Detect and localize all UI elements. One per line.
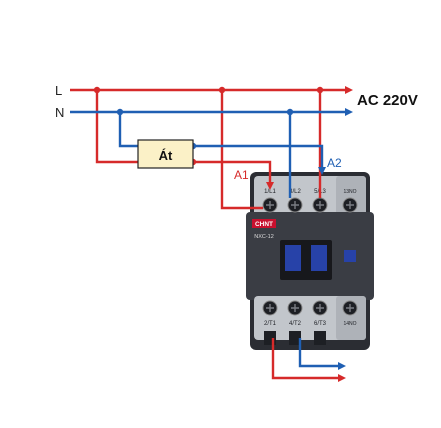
arrow-output-live bbox=[338, 374, 346, 382]
load-output-live bbox=[271, 338, 338, 380]
brand-badge bbox=[252, 219, 276, 228]
junction-dot bbox=[218, 86, 226, 94]
neutral-to-breaker bbox=[118, 112, 138, 148]
cable-entry bbox=[314, 331, 326, 345]
junction-dot bbox=[316, 86, 324, 94]
line-label-l: L bbox=[55, 83, 62, 98]
brand-logo: CHNT bbox=[255, 221, 273, 228]
coil-indicator bbox=[344, 250, 356, 262]
breaker-to-a1 bbox=[193, 160, 272, 185]
armature-slot bbox=[301, 245, 311, 271]
top-terminal-label: 3/L2 bbox=[289, 189, 301, 195]
arrow-l-end bbox=[345, 86, 353, 94]
bottom-terminal-label: 2/T1 bbox=[264, 321, 277, 327]
arrow-a2 bbox=[318, 167, 326, 175]
screw-slot bbox=[266, 304, 354, 312]
junction-dot bbox=[116, 108, 124, 116]
breaker-box bbox=[137, 139, 194, 169]
junction-dot bbox=[93, 86, 101, 94]
junction-dot bbox=[286, 108, 294, 116]
breaker-label: Át bbox=[159, 148, 173, 163]
load-output-neutral bbox=[298, 338, 338, 368]
bottom-terminal-screws bbox=[262, 300, 358, 316]
junction-dots bbox=[93, 86, 324, 166]
arrow-n-end bbox=[345, 108, 353, 116]
model-label: NXC-12 bbox=[254, 234, 274, 240]
line-label-n: N bbox=[55, 105, 64, 120]
live-to-breaker bbox=[95, 90, 138, 164]
arrow-output-neutral bbox=[338, 362, 346, 370]
supply-label: AC 220V bbox=[357, 92, 418, 109]
top-terminal-label: 13NO bbox=[343, 189, 356, 195]
top-terminal-screws bbox=[262, 197, 358, 213]
bottom-terminal-label: 4/T2 bbox=[289, 321, 302, 327]
cable-entry bbox=[289, 331, 301, 345]
neutral-wiring bbox=[70, 110, 345, 368]
top-terminal-label: 1/L1 bbox=[264, 189, 276, 195]
arrow-a1 bbox=[266, 182, 274, 190]
live-to-l1 bbox=[220, 90, 263, 210]
contactor: 1/L1 3/L2 5/L3 13NO CHNT NXC-12 2/T1 4/T… bbox=[246, 172, 374, 350]
bottom-terminal-label: 14NO bbox=[343, 321, 356, 327]
a2-label: A2 bbox=[327, 156, 342, 170]
screw-slot bbox=[266, 201, 354, 209]
bottom-terminal-label: 6/T3 bbox=[314, 321, 327, 327]
live-wiring bbox=[70, 88, 345, 380]
a1-label: A1 bbox=[234, 168, 249, 182]
breaker-to-a2 bbox=[193, 144, 324, 170]
